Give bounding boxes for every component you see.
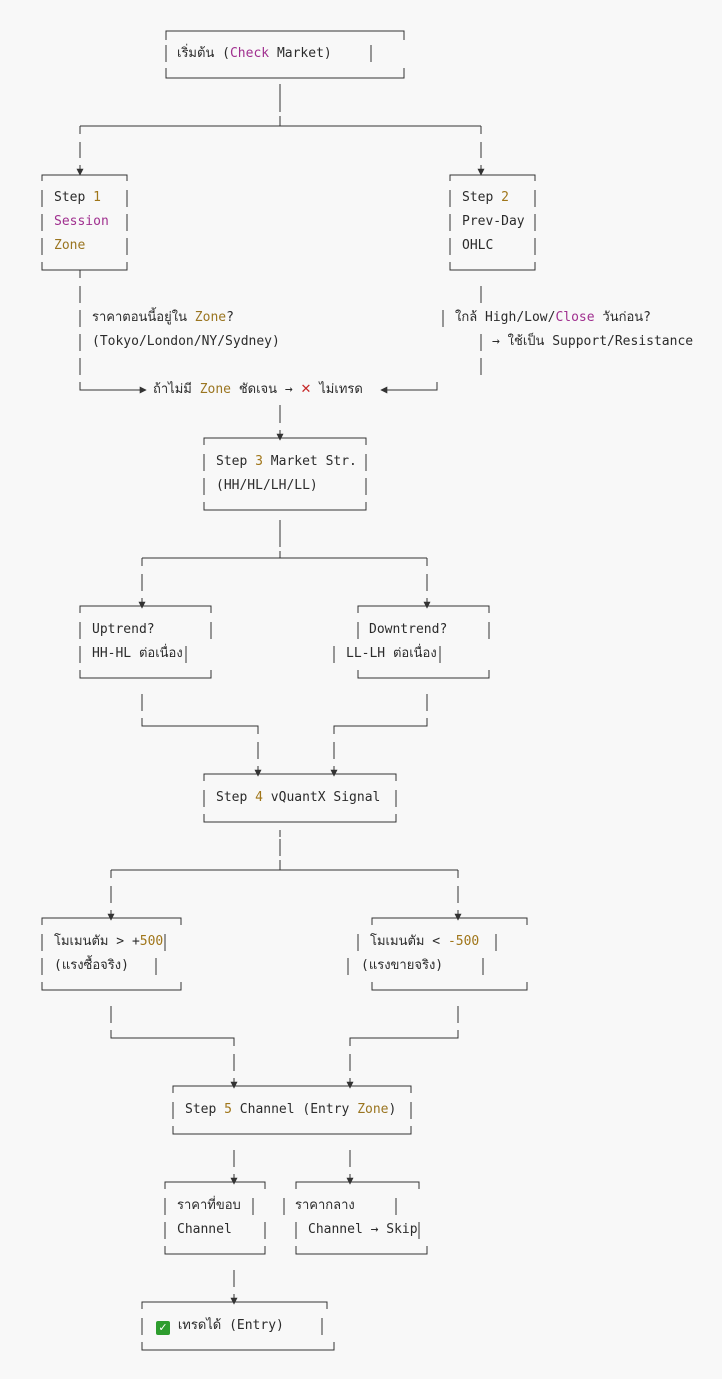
step4-title: Step 4 vQuantX Signal <box>216 790 381 805</box>
step1-session: Session <box>54 214 109 229</box>
edge-box <box>164 1181 266 1255</box>
mid-box <box>283 1181 428 1255</box>
step3-box <box>203 437 367 511</box>
entry-label: ✓ เทรดได้ (Entry) <box>156 1318 284 1335</box>
step2-box <box>449 174 536 271</box>
step3-title: Step 3 Market Str. <box>216 454 357 469</box>
mom-up-sub: (แรงซื้อจริง) <box>54 958 129 973</box>
step4-box <box>203 773 397 823</box>
x-icon: ✕ <box>300 382 312 397</box>
uptrend-box <box>79 605 212 679</box>
start-box <box>165 30 405 79</box>
no-trade-label: ถ้าไม่มี Zone ชัดเจน → ✕ ไม่เทรด <box>153 382 363 397</box>
downtrend-title: Downtrend? <box>369 622 448 637</box>
step5-title: Step 5 Channel (Entry Zone) <box>185 1102 397 1117</box>
check-icon: ✓ <box>156 1321 170 1335</box>
step1-box <box>41 174 128 271</box>
uptrend-title: Uptrend? <box>92 622 155 637</box>
mom-up-box <box>41 917 182 991</box>
mom-down-sub: (แรงขายจริง) <box>361 958 444 973</box>
edge-title: ราคาที่ขอบ <box>177 1198 241 1213</box>
edge-sub: Channel <box>177 1222 232 1237</box>
downtrend-box <box>333 605 490 679</box>
downtrend-sub: LL-LH ต่อเนื่อง <box>346 646 437 661</box>
step1-zone: Zone <box>54 238 86 253</box>
uptrend-sub: HH-HL ต่อเนื่อง <box>92 646 183 661</box>
step1-title: Step 1 <box>54 190 101 205</box>
step3-sub: (HH/HL/LH/LL) <box>216 478 318 493</box>
entry-box <box>141 1301 335 1351</box>
mom-down-title: โมเมนตัม < -500 <box>370 934 480 949</box>
step2-prevday: Prev-Day <box>462 214 525 229</box>
step5-box <box>172 1085 412 1135</box>
start-label: เริ่มต้น (Check Market) <box>177 46 332 61</box>
q1-line2: (Tokyo/London/NY/Sydney) <box>92 334 280 349</box>
step2-ohlc: OHLC <box>462 238 494 253</box>
q2-line2: → ใช้เป็น Support/Resistance <box>492 334 694 349</box>
mid-title: ราคากลาง <box>295 1198 355 1213</box>
q1-line1: ราคาตอนนี้อยู่ใน Zone? <box>92 310 234 325</box>
mom-down-box <box>347 917 528 991</box>
mom-up-title: โมเมนตัม > +500 <box>54 934 164 949</box>
q2-line1: ใกล้ High/Low/Close วันก่อน? <box>455 310 651 325</box>
mid-sub: Channel → Skip <box>308 1222 418 1237</box>
step2-title: Step 2 <box>462 190 509 205</box>
